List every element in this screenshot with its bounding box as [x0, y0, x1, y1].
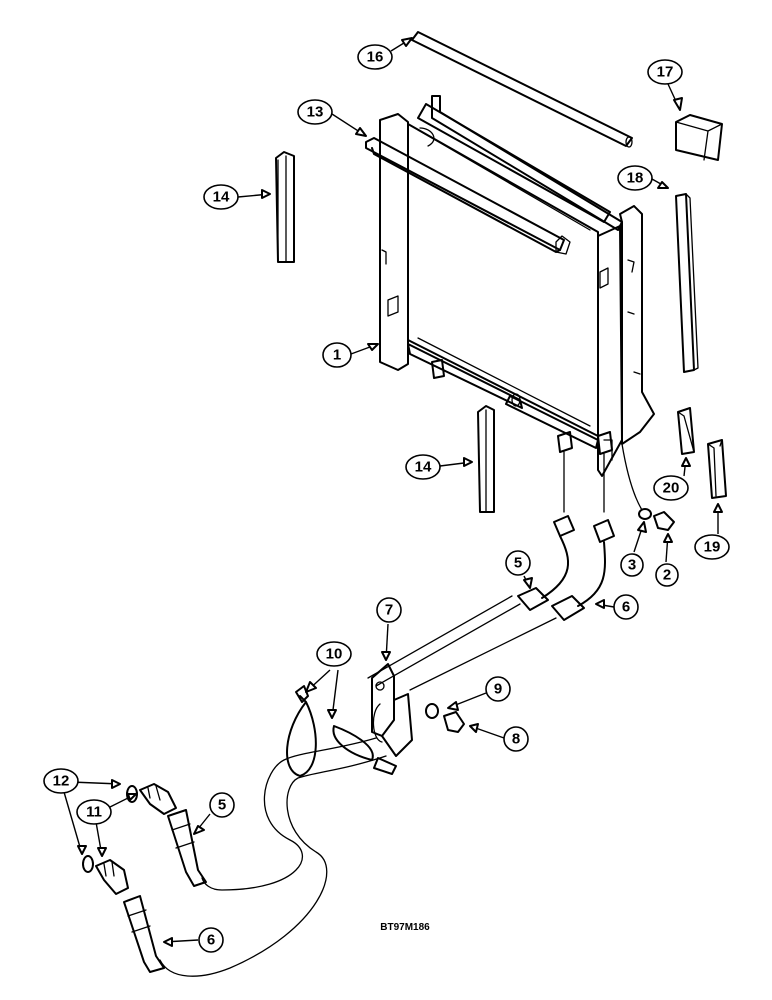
part-14-seal-upper	[275, 151, 295, 263]
part-17-foam-block	[675, 114, 723, 161]
svg-text:19: 19	[704, 539, 721, 556]
callout-10: 10	[316, 641, 352, 667]
callout-19: 19	[694, 534, 730, 560]
svg-text:14: 14	[213, 189, 230, 206]
callout-18: 18	[617, 165, 653, 191]
svg-text:6: 6	[622, 599, 630, 616]
callout-5-lower: 5	[209, 792, 235, 818]
part-2-bolt	[653, 511, 675, 531]
part-14-seal-lower	[477, 405, 495, 513]
part-8-bolt	[443, 711, 465, 733]
part-9-washer	[425, 703, 439, 719]
part-19-seal-piece	[707, 439, 727, 499]
svg-text:18: 18	[627, 170, 644, 187]
callout-1: 1	[322, 342, 352, 368]
callout-14-upper: 14	[203, 184, 239, 210]
svg-text:5: 5	[514, 555, 522, 572]
svg-text:8: 8	[512, 731, 520, 748]
part-1-oil-cooler	[379, 95, 655, 477]
leader-lines	[63, 37, 723, 947]
svg-text:13: 13	[307, 104, 324, 121]
callout-7: 7	[376, 597, 402, 623]
callout-20: 20	[653, 475, 689, 501]
part-7-bracket	[371, 663, 413, 757]
svg-text:14: 14	[415, 459, 432, 476]
part-20-seal-piece	[677, 407, 695, 455]
callout-12: 12	[43, 768, 79, 794]
part-12-o-ring-lower	[82, 855, 94, 873]
svg-text:17: 17	[657, 64, 674, 81]
callout-5-upper: 5	[505, 550, 531, 576]
callout-8: 8	[503, 726, 529, 752]
callout-6-upper: 6	[613, 594, 639, 620]
svg-text:6: 6	[207, 932, 215, 949]
callout-9: 9	[485, 676, 511, 702]
part-18-seal-strip	[675, 193, 699, 373]
part-11-elbow-lower	[95, 859, 129, 895]
svg-text:12: 12	[53, 773, 70, 790]
part-3-washer	[621, 443, 652, 520]
hose-routing	[159, 737, 387, 977]
svg-text:5: 5	[218, 797, 226, 814]
part-10-clamps	[286, 685, 397, 777]
part-5-hose-end-lower	[167, 809, 207, 887]
callout-13: 13	[297, 99, 333, 125]
callout-17: 17	[647, 59, 683, 85]
callout-3: 3	[620, 553, 644, 577]
svg-text:3: 3	[628, 557, 636, 574]
svg-text:7: 7	[385, 602, 393, 619]
svg-text:1: 1	[333, 347, 341, 364]
part-6-hose-upper	[409, 519, 615, 691]
svg-text:11: 11	[86, 804, 102, 821]
callout-14-lower: 14	[405, 454, 441, 480]
drawing-code: BT97M186	[380, 922, 430, 933]
part-5-hose-upper	[367, 515, 575, 687]
part-6-hose-end-lower	[123, 895, 165, 973]
part-16-seal-strip	[411, 31, 633, 148]
callout-16: 16	[357, 44, 393, 70]
svg-text:16: 16	[367, 49, 384, 66]
callout-6-lower: 6	[198, 927, 224, 953]
svg-text:10: 10	[326, 646, 343, 663]
cooler-fittings	[431, 359, 613, 513]
part-13-top-bar	[365, 137, 571, 255]
callout-11: 11	[76, 799, 112, 825]
callout-2: 2	[655, 563, 679, 587]
svg-text:9: 9	[494, 681, 502, 698]
svg-text:20: 20	[663, 480, 680, 497]
part-11-elbow-upper	[139, 783, 177, 815]
svg-text:2: 2	[663, 567, 671, 584]
